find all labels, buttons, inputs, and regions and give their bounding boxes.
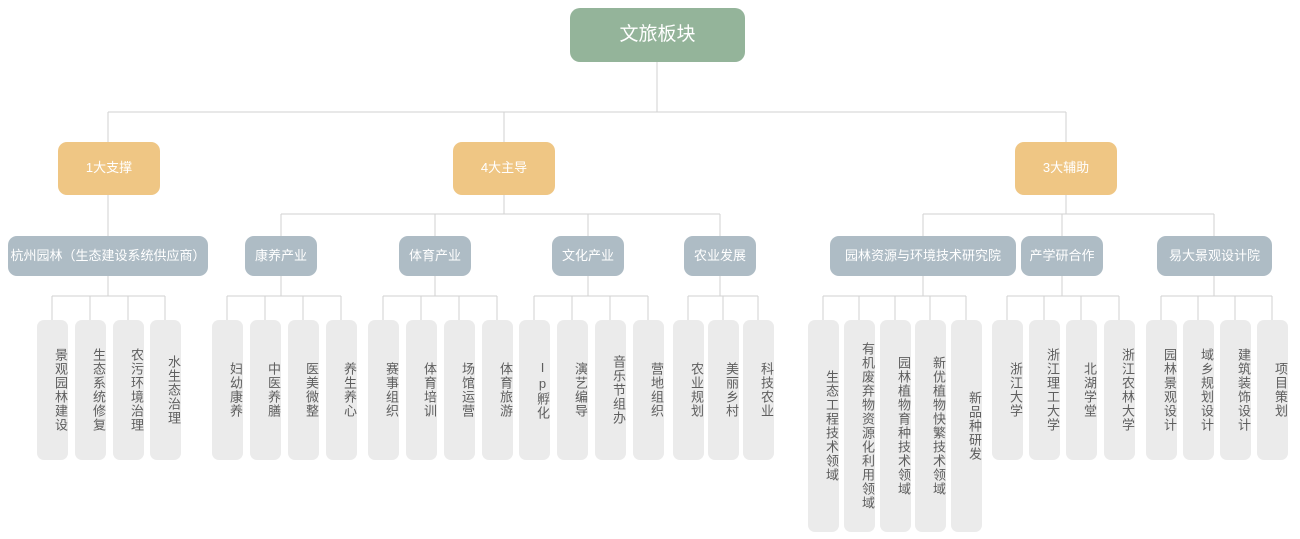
node-level2-support[interactable]: 1大支撑 bbox=[58, 142, 160, 195]
leaf-node[interactable]: 域乡规划设计 bbox=[1183, 320, 1214, 460]
node-level3-yida-landscape[interactable]: 易大景观设计院 bbox=[1157, 236, 1272, 276]
leaf-node[interactable]: 妇幼康养 bbox=[212, 320, 243, 460]
leaf-node[interactable]: 体育旅游 bbox=[482, 320, 513, 460]
node-level3-agriculture-development[interactable]: 农业发展 bbox=[684, 236, 756, 276]
node-level2-leading[interactable]: 4大主导 bbox=[453, 142, 555, 195]
leaf-node[interactable]: 景观园林建设 bbox=[37, 320, 68, 460]
leaf-node[interactable]: 美丽乡村 bbox=[708, 320, 739, 460]
leaf-node[interactable]: 演艺编导 bbox=[557, 320, 588, 460]
leaf-node[interactable]: 音乐节组办 bbox=[595, 320, 626, 460]
leaf-node[interactable]: 农污环境治理 bbox=[113, 320, 144, 460]
leaf-node[interactable]: 农业规划 bbox=[673, 320, 704, 460]
leaf-node[interactable]: 中医养膳 bbox=[250, 320, 281, 460]
leaf-node[interactable]: 新品种研发 bbox=[951, 320, 982, 532]
leaf-node[interactable]: 养生养心 bbox=[326, 320, 357, 460]
leaf-node[interactable]: 浙江农林大学 bbox=[1104, 320, 1135, 460]
leaf-node[interactable]: 赛事组织 bbox=[368, 320, 399, 460]
leaf-node[interactable]: 场馆运营 bbox=[444, 320, 475, 460]
leaf-node[interactable]: 新优植物快繁技术领域 bbox=[915, 320, 946, 532]
leaf-node[interactable]: 医美微整 bbox=[288, 320, 319, 460]
leaf-node[interactable]: 生态系统修复 bbox=[75, 320, 106, 460]
leaf-node[interactable]: 体育培训 bbox=[406, 320, 437, 460]
leaf-node[interactable]: 有机废弃物资源化利用领域 bbox=[844, 320, 875, 532]
node-level2-auxiliary[interactable]: 3大辅助 bbox=[1015, 142, 1117, 195]
node-level3-sports-industry[interactable]: 体育产业 bbox=[399, 236, 471, 276]
leaf-node[interactable]: 营地组织 bbox=[633, 320, 664, 460]
leaf-node[interactable]: 生态工程技术领域 bbox=[808, 320, 839, 532]
leaf-node[interactable]: 园林植物育种技术领域 bbox=[880, 320, 911, 532]
leaf-node[interactable]: 北湖学堂 bbox=[1066, 320, 1097, 460]
node-level3-industry-academia[interactable]: 产学研合作 bbox=[1021, 236, 1103, 276]
leaf-node[interactable]: 浙江大学 bbox=[992, 320, 1023, 460]
leaf-node[interactable]: 建筑装饰设计 bbox=[1220, 320, 1251, 460]
leaf-node[interactable]: Ip孵化 bbox=[519, 320, 550, 460]
node-root[interactable]: 文旅板块 bbox=[570, 8, 745, 62]
leaf-node[interactable]: 水生态治理 bbox=[150, 320, 181, 460]
node-level3-culture-industry[interactable]: 文化产业 bbox=[552, 236, 624, 276]
leaf-node[interactable]: 科技农业 bbox=[743, 320, 774, 460]
node-level3-research-institute[interactable]: 园林资源与环境技术研究院 bbox=[830, 236, 1016, 276]
node-level3-health-industry[interactable]: 康养产业 bbox=[245, 236, 317, 276]
leaf-node[interactable]: 项目策划 bbox=[1257, 320, 1288, 460]
leaf-node[interactable]: 浙江理工大学 bbox=[1029, 320, 1060, 460]
leaf-node[interactable]: 园林景观设计 bbox=[1146, 320, 1177, 460]
node-level3-hangzhou-garden[interactable]: 杭州园林（生态建设系统供应商） bbox=[8, 236, 208, 276]
